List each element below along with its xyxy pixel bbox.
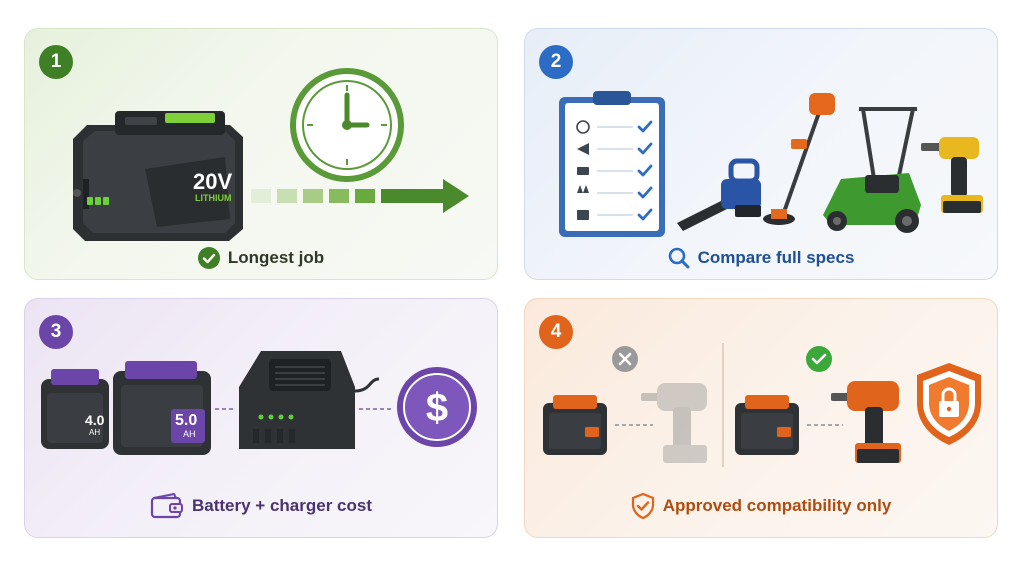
battery-compatible-icon [735, 395, 799, 455]
wallet-icon [150, 493, 183, 519]
drill-compatible-icon [831, 381, 901, 463]
battery-small-icon [41, 369, 109, 449]
shield-check-icon [631, 493, 654, 519]
battery-runtime-illustration: 20V LITHIUM [73, 68, 469, 241]
caption-row: Longest job [25, 247, 497, 269]
string-trimmer-icon [763, 93, 835, 225]
caption-text: Approved compatibility only [662, 496, 892, 515]
step-number-badge: 2 [539, 45, 573, 79]
dollar-coin-icon: $ [397, 367, 477, 447]
battery-large-capacity: 5.0 [175, 412, 197, 429]
caption-row: Compare full specs [525, 247, 997, 269]
caption-text: Longest job [227, 248, 325, 267]
caption-row: Battery + charger cost [25, 493, 497, 519]
step-number-badge: 4 [539, 315, 573, 349]
battery-voltage-label: 20V [193, 169, 232, 194]
x-circle-icon [612, 346, 638, 372]
leaf-blower-icon [677, 158, 761, 231]
drill-incompatible-icon [641, 383, 707, 463]
battery-incompatible-icon [543, 395, 607, 455]
battery-large-icon [113, 361, 211, 455]
spec-comparison-illustration [559, 91, 983, 237]
panel-battery-charger-cost: 3 4.0 AH 5.0 AH [24, 298, 498, 538]
step-number-badge: 1 [39, 45, 73, 79]
lawn-mower-icon [823, 107, 921, 233]
clipboard-icon [559, 91, 665, 237]
panel-approved-compatibility: 4 [524, 298, 998, 538]
battery-small-unit: AH [89, 428, 100, 437]
check-circle-icon [197, 247, 220, 269]
battery-charger-cost-illustration: 4.0 AH 5.0 AH [41, 351, 477, 455]
panel-longest-job: 1 20V LITHIUM [24, 28, 498, 280]
svg-text:$: $ [426, 386, 448, 430]
caption-text: Compare full specs [697, 248, 855, 267]
panel-compare-specs: 2 [524, 28, 998, 280]
battery-chemistry-label: LITHIUM [195, 193, 232, 203]
check-circle-icon [806, 346, 832, 372]
caption-row: Approved compatibility only [525, 493, 997, 519]
arrow-right-icon [251, 179, 469, 213]
caption-text: Battery + charger cost [192, 496, 372, 515]
compatibility-illustration [543, 343, 981, 467]
step-number-badge: 3 [39, 315, 73, 349]
shield-lock-icon [917, 363, 981, 445]
drill-icon [921, 137, 983, 213]
search-icon [668, 247, 690, 269]
charger-icon [239, 351, 380, 449]
battery-large-unit: AH [183, 429, 196, 439]
battery-small-capacity: 4.0 [85, 412, 105, 428]
clock-icon [290, 68, 404, 182]
battery-icon [73, 111, 243, 241]
